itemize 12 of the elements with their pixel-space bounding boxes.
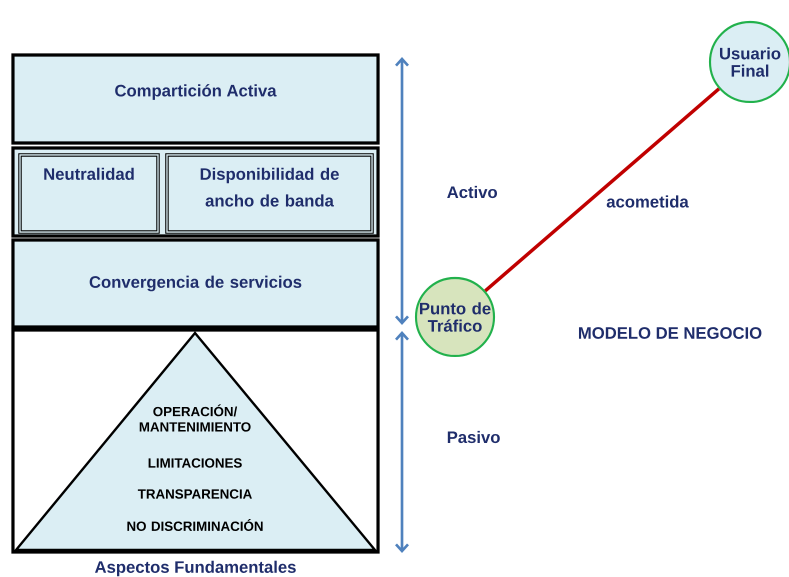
text-label: Activo (447, 186, 497, 198)
layer-box: Neutralidad (18, 153, 160, 234)
text-label: MODELO DE NEGOCIO (578, 327, 762, 339)
layer-box: Convergencia de servicios (11, 238, 380, 329)
circle-node: Punto de Tráfico (414, 276, 496, 358)
node-label: Aspectos Fundamentales (94, 560, 296, 576)
connector-line (484, 88, 720, 292)
layer-box: Disponibilidad de ancho de banda (165, 153, 374, 234)
layer-box: Compartición Activa (11, 53, 380, 145)
edge-label: acometida (604, 194, 690, 209)
circle-node: Usuario Final (708, 20, 789, 104)
text-label: Pasivo (448, 430, 500, 444)
